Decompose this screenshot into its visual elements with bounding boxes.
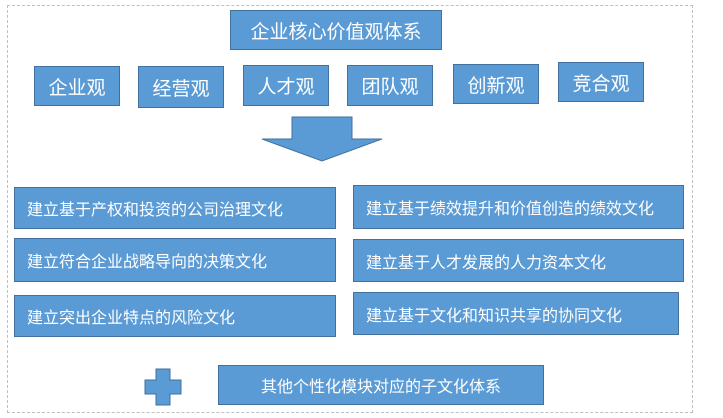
other-culture-box: 其他个性化模块对应的子文化体系 xyxy=(218,365,544,405)
culture-box-right-1: 建立基于绩效提升和价值创造的绩效文化 xyxy=(353,185,684,229)
view-label: 创新观 xyxy=(467,74,525,97)
plus-icon xyxy=(144,368,182,406)
view-box-3: 人才观 xyxy=(243,65,329,106)
view-box-5: 创新观 xyxy=(453,64,539,104)
culture-label: 建立基于人才发展的人力资本文化 xyxy=(366,252,607,272)
view-box-6: 竞合观 xyxy=(558,62,644,102)
view-label: 团队观 xyxy=(361,76,419,98)
view-label: 经营观 xyxy=(152,77,210,100)
culture-box-left-1: 建立基于产权和投资的公司治理文化 xyxy=(14,187,336,229)
culture-box-left-2: 建立符合企业战略导向的决策文化 xyxy=(14,238,336,282)
title-label: 企业核心价值观体系 xyxy=(250,20,422,43)
title-box: 企业核心价值观体系 xyxy=(230,10,442,50)
view-box-1: 企业观 xyxy=(34,66,120,106)
down-arrow-icon xyxy=(261,116,383,162)
diagram-frame xyxy=(7,5,693,413)
other-label: 其他个性化模块对应的子文化体系 xyxy=(260,377,501,396)
culture-label: 建立基于文化和知识共享的协同文化 xyxy=(366,305,623,325)
view-label: 企业观 xyxy=(48,76,106,99)
view-label: 竞合观 xyxy=(572,72,630,95)
culture-label: 建立基于产权和投资的公司治理文化 xyxy=(27,200,284,219)
culture-box-right-2: 建立基于人才发展的人力资本文化 xyxy=(353,239,684,282)
culture-label: 建立突出企业特点的风险文化 xyxy=(27,308,236,327)
view-box-4: 团队观 xyxy=(347,65,433,106)
view-label: 人才观 xyxy=(257,76,315,98)
culture-label: 建立符合企业战略导向的决策文化 xyxy=(27,252,268,271)
culture-box-right-3: 建立基于文化和知识共享的协同文化 xyxy=(353,292,679,335)
culture-label: 建立基于绩效提升和价值创造的绩效文化 xyxy=(366,199,655,218)
view-box-2: 经营观 xyxy=(138,66,224,108)
culture-box-left-3: 建立突出企业特点的风险文化 xyxy=(14,295,336,337)
